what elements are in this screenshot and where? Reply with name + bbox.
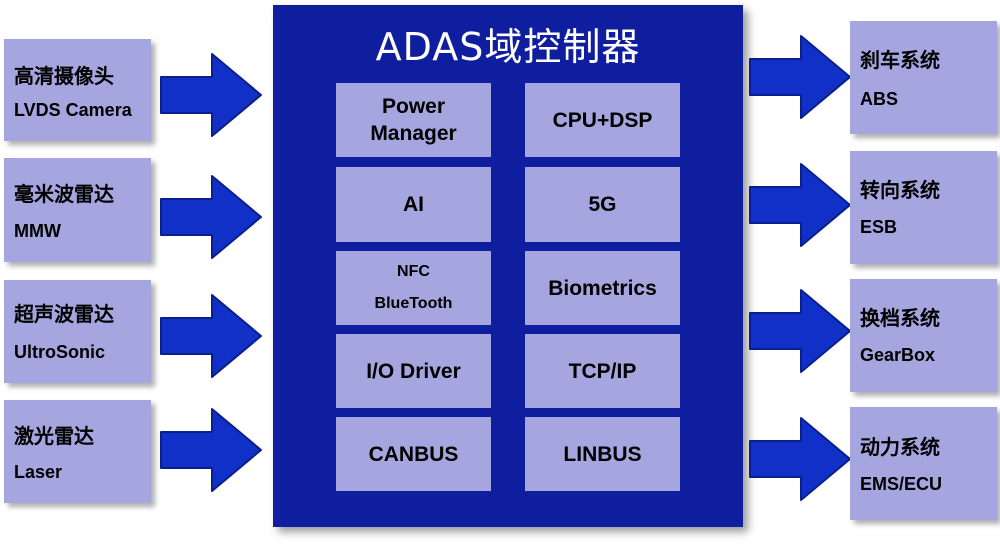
output-label-zh: 换档系统 [860,306,940,330]
input-label-zh: 高清摄像头 [14,64,114,88]
arrow-right-icon [746,160,856,250]
output-label-en: ABS [860,89,899,109]
module-label: CPU+DSP [552,108,653,132]
output-label-en: EMS/ECU [860,474,943,494]
arrow-right-icon [746,414,856,504]
module-cpu-dsp: CPU+DSP [525,83,680,157]
module-label: Manager [370,122,457,145]
arrow-right-icon [157,291,267,381]
adas-domain-controller: ADAS域控制器 Power Manager AI NFC BlueTooth … [273,5,743,527]
module-label: 5G [588,193,617,216]
input-box-ultrasonic: 超声波雷达 UltroSonic [4,280,151,383]
input-box-laser: 激光雷达 Laser [4,400,151,503]
module-label: AI [403,193,424,216]
module-ai: AI [336,167,491,242]
arrow-right-icon [157,405,267,495]
input-label-en: UltroSonic [14,342,106,362]
arrow-right-icon [157,50,267,140]
controller-title: ADAS域控制器 [375,25,641,69]
output-box-abs: 刹车系统 ABS [850,21,997,134]
module-label: I/O Driver [366,359,461,383]
input-label-en: LVDS Camera [14,100,132,120]
output-label-zh: 刹车系统 [860,48,940,72]
input-label-zh: 超声波雷达 [14,302,114,326]
module-tcp-ip: TCP/IP [525,334,680,408]
output-label-en: GearBox [860,345,936,365]
input-box-mmw: 毫米波雷达 MMW [4,158,151,262]
module-nfc-bluetooth: NFC BlueTooth [336,251,491,325]
module-power-manager: Power Manager [336,83,491,157]
module-5g: 5G [525,167,680,242]
output-box-esb: 转向系统 ESB [850,151,997,264]
arrow-right-icon [746,32,856,122]
module-label: Biometrics [548,276,657,300]
input-label-zh: 毫米波雷达 [14,182,114,206]
arrow-right-icon [157,172,267,262]
input-label-en: MMW [14,221,61,241]
output-label-zh: 转向系统 [860,178,940,202]
module-label: Power [381,95,446,118]
module-label: BlueTooth [374,295,453,312]
output-label-en: ESB [860,217,898,237]
output-label-zh: 动力系统 [860,435,940,459]
output-box-ems-ecu: 动力系统 EMS/ECU [850,407,997,520]
output-box-gearbox: 换档系统 GearBox [850,279,997,392]
module-label: TCP/IP [568,359,637,383]
module-label: CANBUS [368,442,459,466]
arrow-right-icon [746,286,856,376]
input-label-zh: 激光雷达 [14,424,94,448]
module-canbus: CANBUS [336,417,491,491]
input-label-en: Laser [14,462,63,482]
input-box-camera: 高清摄像头 LVDS Camera [4,39,151,141]
module-linbus: LINBUS [525,417,680,491]
module-io-driver: I/O Driver [336,334,491,408]
module-biometrics: Biometrics [525,251,680,325]
module-label: NFC [397,263,430,280]
module-label: LINBUS [563,442,642,466]
